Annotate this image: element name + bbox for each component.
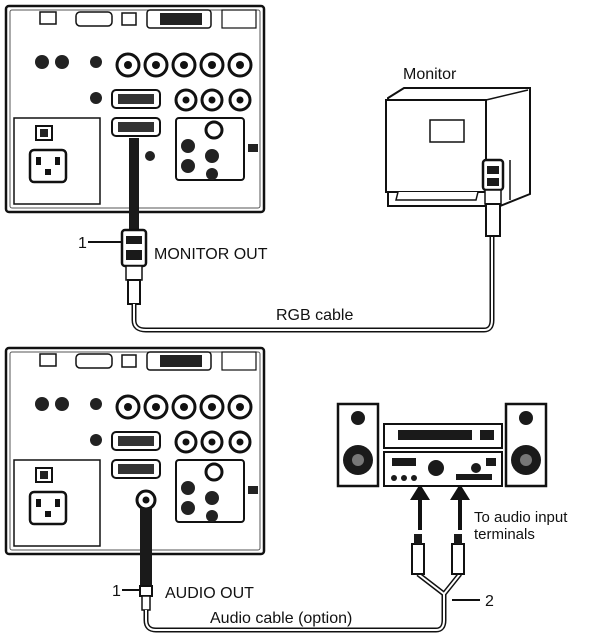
bnc-row: [117, 54, 251, 76]
rca-plugs: [412, 534, 464, 574]
monitor-label: Monitor: [403, 66, 457, 83]
audio-cable-plug: [140, 508, 152, 610]
lan-port: [40, 12, 56, 24]
audio-jack: [35, 55, 49, 69]
serial-port: [76, 12, 112, 26]
svideo-jack: [206, 122, 222, 138]
to-audio-label-line1: To audio input: [474, 509, 568, 526]
monitor-screen: [430, 120, 464, 142]
arrow-left: [410, 484, 430, 530]
callout-2: 2: [485, 593, 494, 610]
to-audio-label-line2: terminals: [474, 526, 535, 543]
callout-1-top: 1: [78, 235, 87, 252]
callout-1-bottom: 1: [112, 583, 121, 600]
monitor-illustration: [386, 88, 530, 236]
audio-system: [338, 404, 546, 486]
projector-panel-bottom: [6, 348, 264, 554]
rgb-cable-label: RGB cable: [276, 307, 353, 324]
usb-port: [122, 13, 136, 25]
audio-out-label: AUDIO OUT: [165, 585, 254, 602]
monitor-out-label: MONITOR OUT: [154, 246, 268, 263]
arrow-right: [450, 484, 470, 530]
control-jack: [90, 92, 102, 104]
bnc-row-bottom: [117, 396, 251, 418]
port-label-box: [222, 10, 256, 28]
audio-cable-label: Audio cable (option): [210, 610, 352, 627]
ac-inlet: [30, 150, 66, 182]
audio-jack: [55, 55, 69, 69]
audio-out-jack-top: [145, 151, 155, 161]
control-jack: [90, 56, 102, 68]
dvi-pins: [160, 13, 202, 25]
